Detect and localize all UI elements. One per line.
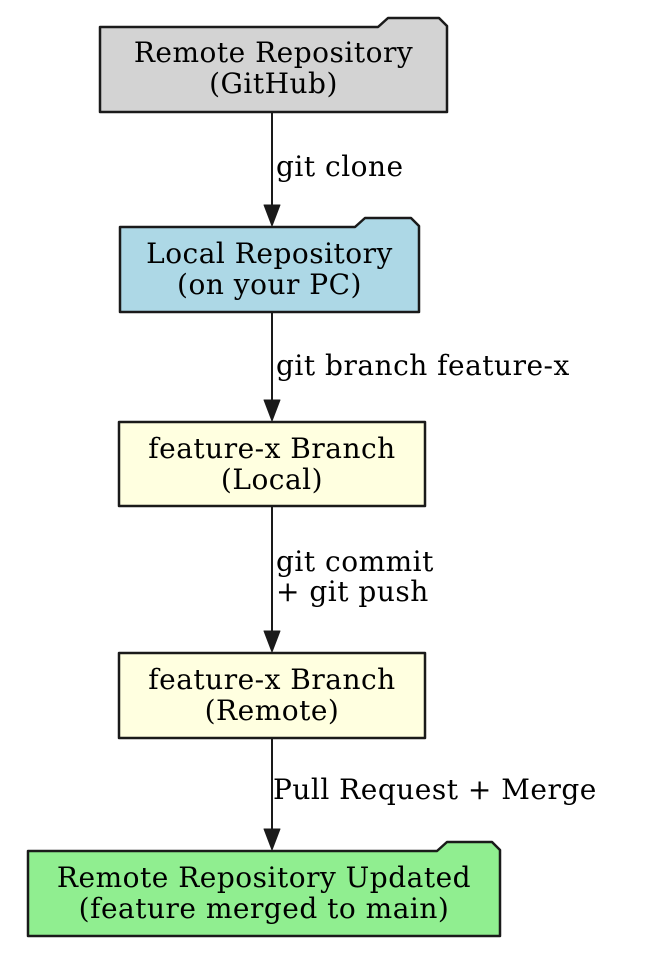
edge-pull-request-merge-arrowhead-icon (263, 828, 281, 851)
node-label-line2: (Local) (220, 463, 324, 496)
node-local-repository-folder-shape (118, 216, 421, 314)
node-label-line1: Remote Repository (133, 36, 414, 69)
node-label-remote-repository-updated: Remote Repository Updated (feature merge… (28, 862, 500, 924)
edge-label-git-commit-push: git commit + git push (276, 547, 434, 607)
node-remote-repository-folder-shape (98, 16, 449, 114)
edge-git-clone-arrowhead-icon (263, 204, 281, 227)
edge-label-line1: git clone (276, 150, 404, 183)
edge-git-commit-push-arrowhead-icon (263, 630, 281, 653)
edge-label-line2: + git push (276, 575, 429, 608)
node-label-line2: (on your PC) (177, 268, 362, 301)
edge-git-branch-arrowhead-icon (263, 399, 281, 422)
node-label-line2: (GitHub) (209, 67, 338, 100)
node-label-line1: feature-x Branch (148, 432, 396, 465)
node-label-line1: Remote Repository Updated (56, 861, 472, 894)
node-label-line1: Local Repository (146, 237, 393, 270)
edge-label-line1: git commit (276, 545, 434, 578)
node-remote-repository-updated-folder-shape (26, 840, 502, 938)
node-label-line2: (Remote) (204, 694, 340, 727)
node-label-line1: feature-x Branch (148, 663, 396, 696)
edge-label-pull-request-merge: Pull Request + Merge (273, 775, 597, 805)
edge-label-git-clone: git clone (276, 152, 404, 182)
node-label-feature-x-branch-local: feature-x Branch (Local) (119, 433, 425, 495)
node-label-local-repository: Local Repository (on your PC) (120, 238, 419, 300)
node-label-remote-repository: Remote Repository (GitHub) (100, 37, 447, 99)
node-feature-x-branch-local-box-shape (117, 420, 427, 508)
edge-label-git-branch: git branch feature-x (276, 351, 570, 381)
node-label-line2: (feature merged to main) (78, 892, 450, 925)
edge-label-line1: Pull Request + Merge (273, 773, 597, 806)
edge-label-line1: git branch feature-x (276, 349, 570, 382)
node-label-feature-x-branch-remote: feature-x Branch (Remote) (119, 664, 425, 726)
